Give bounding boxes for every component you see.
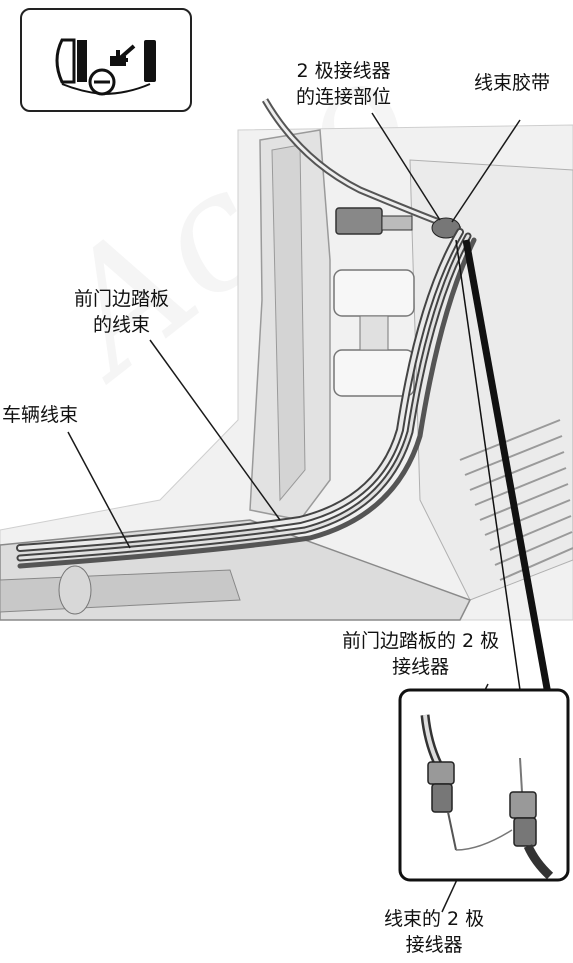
label-harness-band: 线束胶带 xyxy=(474,72,551,94)
upper-hinge xyxy=(333,269,415,317)
inset-pointer xyxy=(462,239,552,695)
procedure-icon-box xyxy=(20,8,192,112)
door-sill-remove-icon xyxy=(55,38,156,96)
label-harness-connector: 线束的 2 极 接线器 xyxy=(384,908,485,956)
label-connector-location: 2 极接线器 的连接部位 xyxy=(296,60,392,108)
top-connector xyxy=(335,207,383,235)
vehicle-harness-lines xyxy=(16,228,477,569)
vent-grille xyxy=(459,419,573,581)
label-front-sill-harness: 前门边踏板 的线束 xyxy=(74,288,170,336)
inset-connectors xyxy=(420,714,554,880)
label-front-sill-connector: 前门边踏板的 2 极 接线器 xyxy=(342,630,500,678)
label-vehicle-harness: 车辆线束 xyxy=(2,404,79,426)
lower-hinge xyxy=(333,349,415,397)
